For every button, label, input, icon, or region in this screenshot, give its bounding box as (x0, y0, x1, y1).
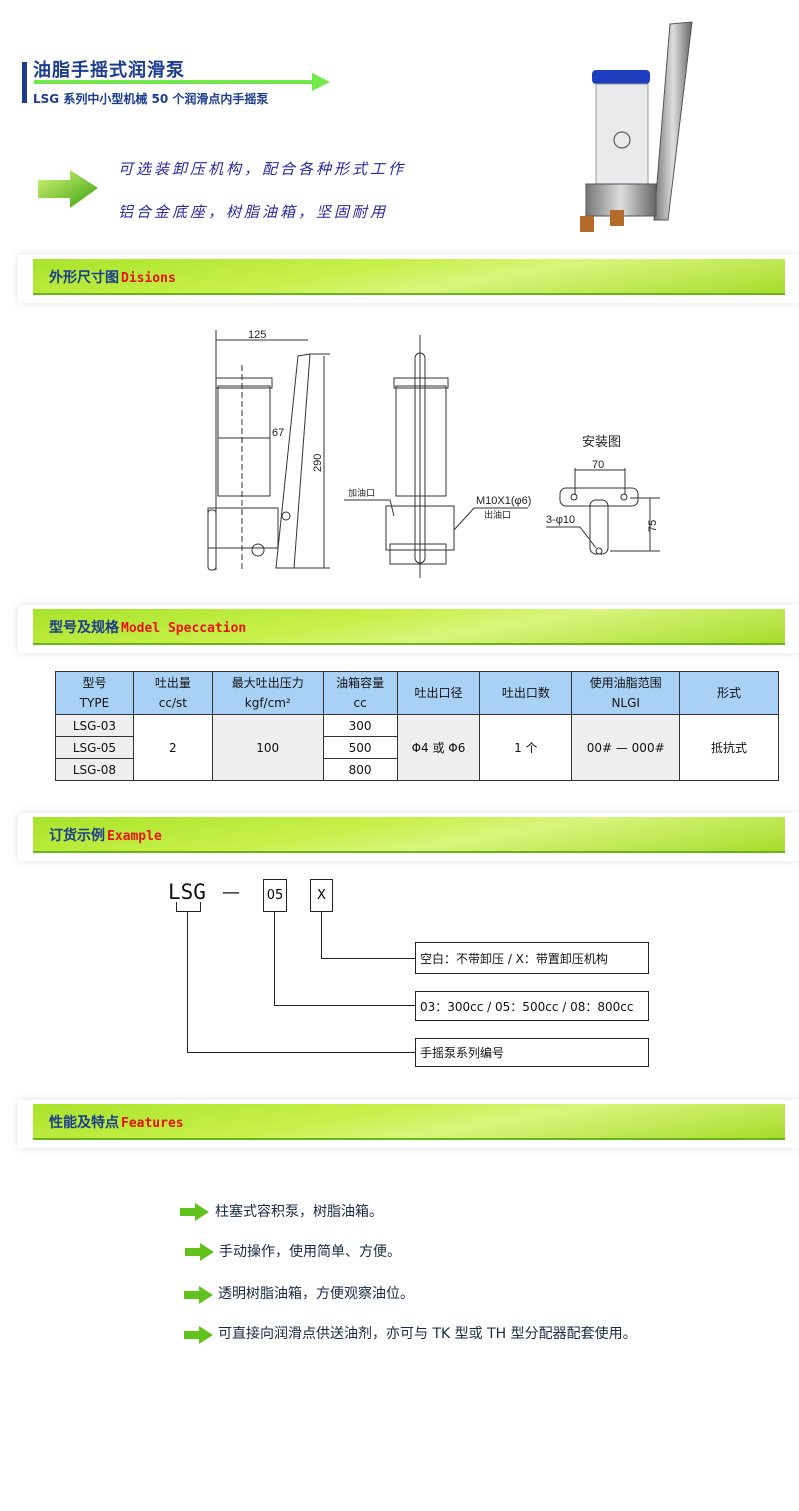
cell-form: 抵抗式 (679, 714, 779, 781)
install-title: 安装图 (582, 434, 621, 449)
cell-model: LSG-03 (55, 714, 134, 737)
cell-port-dia: Φ4 或 Φ6 (396, 714, 481, 781)
order-desc-series: 手摇泵系列编号 (415, 1038, 649, 1067)
section-title-en: Disions (121, 271, 176, 286)
order-desc-capacity: 03：300cc / 05：500cc / 08：800cc (415, 991, 649, 1021)
order-dash: — (222, 882, 240, 903)
bullet-arrow-icon (185, 1243, 214, 1261)
feature-item: 柱塞式容积泵，树脂油箱。 (215, 1204, 383, 1220)
cell-pressure: 100 (211, 714, 324, 781)
bullet-arrow-icon (184, 1326, 213, 1344)
section-title-en: Example (107, 829, 162, 844)
dim-75-label: 75 (647, 520, 659, 532)
order-code-box: 05 (263, 879, 287, 912)
th-form: 形式 (679, 671, 779, 715)
outlet-label: 出油口 (484, 509, 511, 520)
cell-model: LSG-05 (55, 736, 134, 759)
table-row: LSG-05 500 (55, 736, 779, 759)
cell-capacity: 300 (322, 714, 398, 737)
outlet-thread-label: M10X1(φ6) (476, 495, 531, 507)
highlight-1: 可选装卸压机构，配合各种形式工作 (118, 160, 407, 178)
section-title-en: Model Speccation (121, 621, 247, 636)
cell-model: LSG-08 (55, 758, 134, 781)
feature-item: 可直接向润滑点供送油剂，亦可与 TK 型或 TH 型分配器配套使用。 (218, 1326, 637, 1342)
page-title: 油脂手摇式润滑泵 (33, 60, 185, 81)
table-row: LSG-03 2 100 300 Φ4 或 Φ6 1 个 00# — 000# … (55, 714, 779, 781)
page-subtitle: LSG 系列中小型机械 50 个润滑点内手摇泵 (33, 92, 269, 106)
order-prefix: LSG (168, 880, 206, 904)
feature-item: 手动操作，使用简单、方便。 (219, 1244, 401, 1260)
dim-125-label: 125 (248, 329, 266, 341)
th-port-count: 吐出口数 (479, 671, 573, 715)
feature-item: 透明树脂油箱，方便观察油位。 (218, 1286, 414, 1302)
cell-capacity: 800 (322, 758, 398, 781)
dim-67-label: 67 (272, 427, 284, 439)
section-title-cn: 性能及特点 (49, 1115, 119, 1131)
order-option-box: X (310, 879, 333, 912)
title-arrow-icon (34, 73, 330, 91)
section-title-en: Features (121, 1116, 184, 1131)
cell-output: 2 (132, 714, 213, 781)
green-arrow-icon (38, 170, 98, 208)
cell-nlgi: 00# — 000# (571, 714, 681, 781)
dimension-drawing: 125 67 290 加油口 M10X1(φ6) 出油口 安装图 70 75 3… (207, 329, 660, 578)
holes-label: 3-φ10 (546, 514, 575, 526)
cell-port-count: 1 个 (479, 714, 573, 781)
bullet-arrow-icon (180, 1203, 209, 1221)
section-title-cn: 订货示例 (49, 828, 105, 844)
highlight-2: 铝合金底座，树脂油箱，坚固耐用 (118, 203, 389, 221)
dim-290-label: 290 (312, 454, 324, 472)
fill-port-label: 加油口 (348, 487, 375, 498)
section-title-cn: 外形尺寸图 (49, 270, 119, 286)
th-port-dia: 吐出口径 (396, 671, 481, 715)
title-accent-bar (22, 62, 27, 103)
section-title-cn: 型号及规格 (49, 620, 119, 636)
table-row: LSG-08 800 (55, 758, 779, 781)
order-desc-option: 空白：不带卸压 / X：带置卸压机构 (415, 942, 649, 974)
dim-70-label: 70 (592, 459, 604, 471)
product-photo (580, 21, 693, 232)
cell-capacity: 500 (322, 736, 398, 759)
bullet-arrow-icon (184, 1286, 213, 1304)
